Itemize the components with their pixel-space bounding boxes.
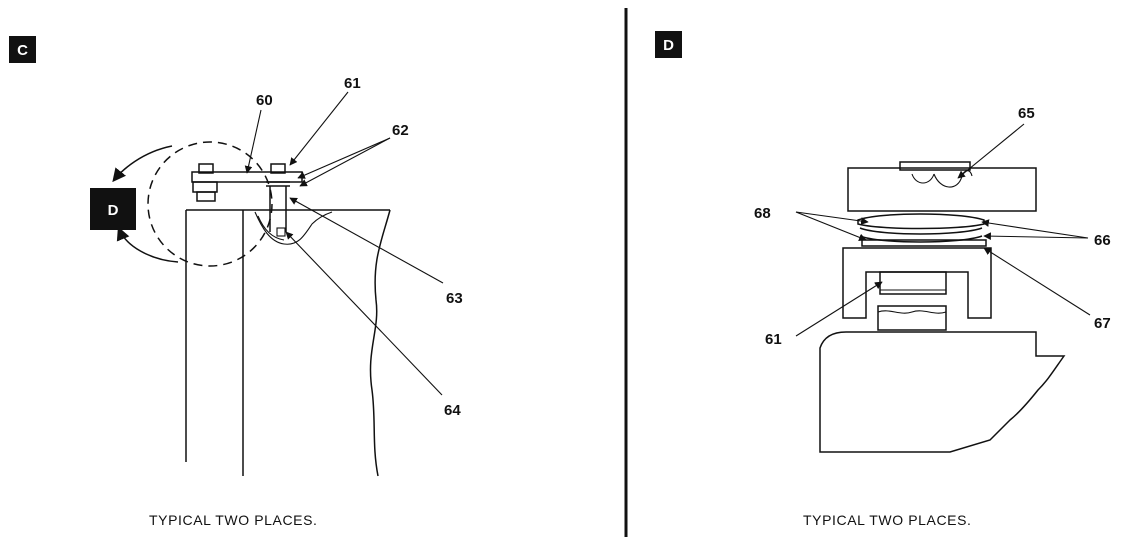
callout-63: 63 <box>446 290 463 307</box>
detail-arrow-upper <box>112 145 173 183</box>
callout-65: 65 <box>1018 105 1035 122</box>
callout-61-d: 61 <box>765 331 782 348</box>
cabinet-body <box>185 209 391 477</box>
upper-block <box>847 161 1037 212</box>
callout-62: 62 <box>392 122 409 139</box>
callout-64: 64 <box>444 402 461 419</box>
panel-c-caption: TYPICAL TWO PLACES. <box>149 512 318 528</box>
base-body <box>819 331 1066 453</box>
panel-c-detail-tag: D <box>108 202 119 219</box>
latch-assembly <box>191 163 303 237</box>
callout-60: 60 <box>256 92 273 109</box>
detail-arrow-lower <box>116 226 179 263</box>
panel-c-leaders <box>244 91 444 396</box>
panel-d-leaders <box>795 123 1091 337</box>
callout-61: 61 <box>344 75 361 92</box>
detail-circle <box>147 141 273 267</box>
callout-68: 68 <box>754 205 771 222</box>
callout-67: 67 <box>1094 315 1111 332</box>
panel-d-caption: TYPICAL TWO PLACES. <box>803 512 972 528</box>
panel-c-detail-tag-box <box>90 188 136 230</box>
panel-d: D <box>655 31 1111 528</box>
panel-d-tag-box <box>655 31 682 58</box>
panel-c-tag-box <box>9 36 36 63</box>
panel-c: C D <box>9 36 463 528</box>
panel-c-tag: C <box>17 42 28 59</box>
u-clip <box>842 247 992 331</box>
callout-66: 66 <box>1094 232 1111 249</box>
washer-stack <box>857 213 987 247</box>
panel-d-tag: D <box>663 37 674 54</box>
